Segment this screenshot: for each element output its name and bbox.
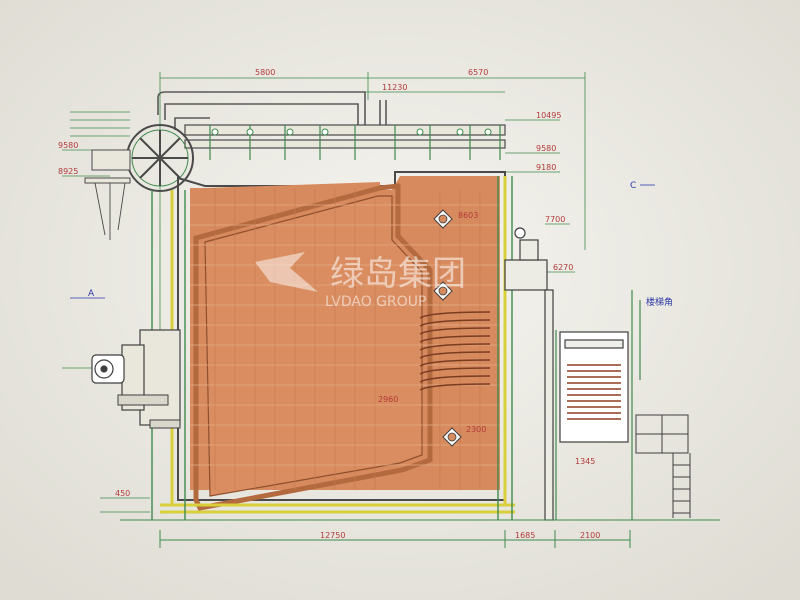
combustion-chamber-inner <box>204 195 423 497</box>
dim-elev-right-9180: 9180 <box>536 163 556 172</box>
dim-top-mid: 11230 <box>382 83 407 92</box>
right-elevation-lines <box>505 119 575 273</box>
dim-elev-9580: 9580 <box>58 141 78 150</box>
watermark-logo-mark <box>255 252 318 292</box>
dim-elev-8603: 8603 <box>458 211 478 220</box>
dim-bottom-1685: 1685 <box>515 531 535 540</box>
convection-tubes <box>419 311 491 391</box>
label-section-a: A <box>88 289 95 299</box>
dim-elev-top: 10495 <box>536 111 561 120</box>
label-section-c: C <box>630 181 636 191</box>
dim-elev-7700: 7700 <box>545 215 565 224</box>
bottom-baseline <box>120 519 720 548</box>
top-dimension-chain <box>159 72 586 330</box>
dim-inner-2960: 2960 <box>378 395 398 404</box>
dim-elev-8925: 8925 <box>58 167 78 176</box>
header-valves <box>211 128 492 136</box>
dim-bottom-total: 12750 <box>320 531 345 540</box>
dim-bottom-2100: 2100 <box>580 531 600 540</box>
top-header-frame <box>184 124 506 149</box>
dim-elev-right-9580: 9580 <box>536 144 556 153</box>
label-stair: 楼梯角 <box>646 296 673 308</box>
economizer-coils <box>567 364 621 420</box>
economizer <box>559 331 629 443</box>
dim-top-right: 6570 <box>468 68 488 77</box>
economizer-supports <box>555 290 641 520</box>
burner-base <box>117 394 181 429</box>
left-platform-struts <box>94 182 126 240</box>
dim-inner-2300: 2300 <box>466 425 486 434</box>
watermark-brand: 绿岛集团 <box>330 254 466 294</box>
brick-hatching-vertical <box>214 188 481 490</box>
stair-tower <box>635 414 691 518</box>
dim-elev-6270: 6270 <box>553 263 573 272</box>
dim-top-left: 5800 <box>255 68 275 77</box>
left-platform <box>84 149 131 184</box>
burner-fan <box>91 354 125 384</box>
watermark-sub: LVDAO GROUP <box>325 294 426 310</box>
inspection-ports <box>433 209 462 447</box>
drum-wheel <box>126 124 194 192</box>
dim-inner-1345: 1345 <box>575 457 595 466</box>
dim-base-450: 450 <box>115 489 130 498</box>
watermark: 绿岛集团 LVDAO GROUP <box>255 252 466 310</box>
